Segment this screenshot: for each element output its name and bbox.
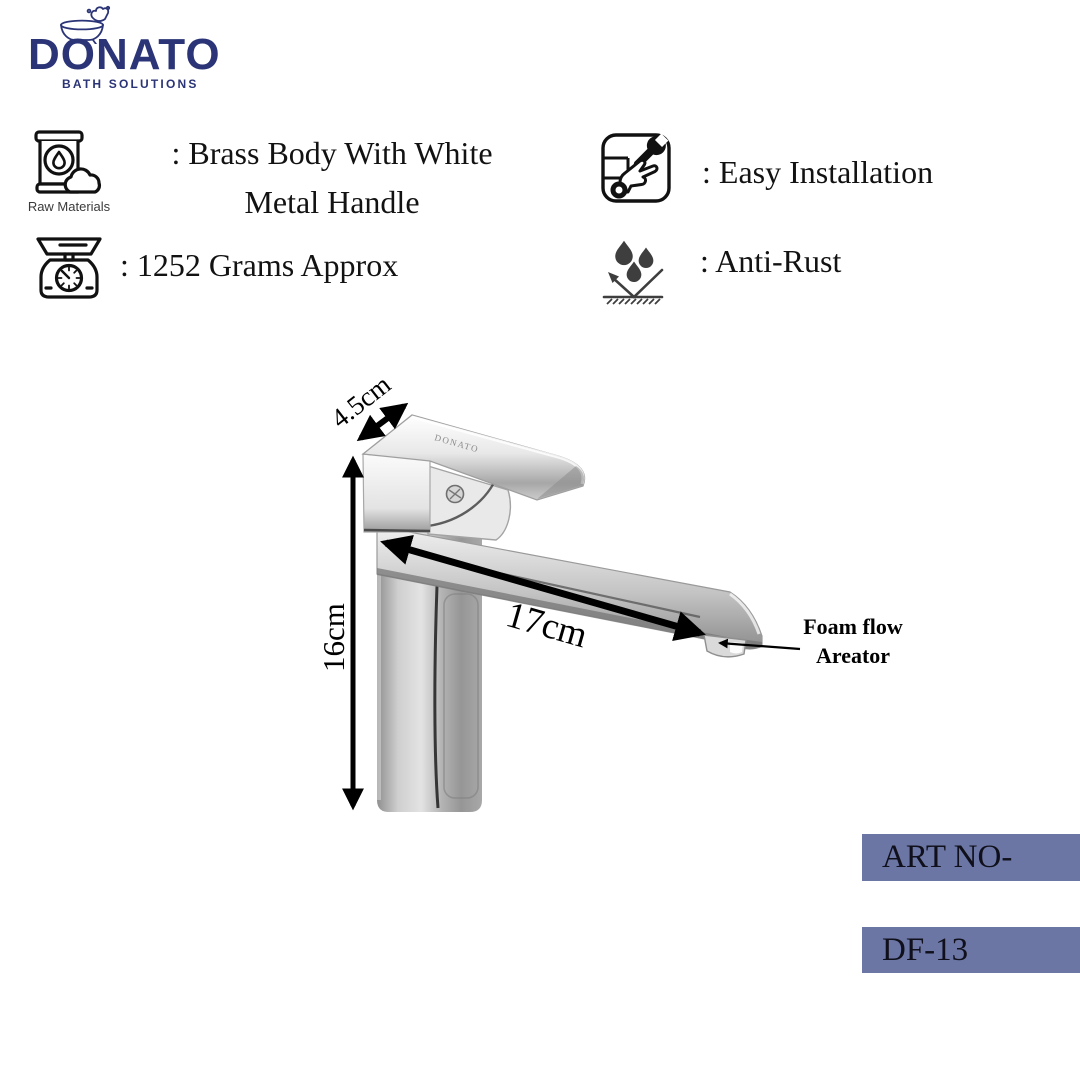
feature-material: : Brass Body With White Metal Handle [104, 129, 560, 227]
aerator-callout: Foam flow Areator [718, 614, 903, 668]
aerator-callout-line1: Foam flow [803, 614, 903, 639]
brand-tagline: BATH SOLUTIONS [62, 77, 199, 91]
raw-materials-caption: Raw Materials [27, 199, 111, 214]
art-no-value-box: DF-13 [862, 927, 1080, 973]
feature-antirust: : Anti-Rust [700, 243, 842, 279]
feature-material-line1: : Brass Body With White [171, 135, 493, 171]
easy-installation-icon [598, 130, 674, 206]
brand-name: DONATO [28, 30, 221, 79]
feature-weight: : 1252 Grams Approx [120, 247, 399, 283]
feature-material-line2: Metal Handle [244, 184, 420, 220]
dimension-height-label: 16cm [316, 603, 351, 672]
anti-rust-icon [596, 236, 676, 306]
dimension-height: 16cm [316, 455, 365, 811]
bathtub-logo-icon [58, 4, 112, 45]
dimension-top-width: 4.5cm [325, 369, 409, 442]
art-no-value: DF-13 [882, 931, 969, 968]
art-no-label: ART NO- [882, 839, 1013, 875]
raw-materials-icon [28, 126, 108, 202]
art-no-label-box: ART NO- [862, 834, 1080, 881]
faucet-dimension-diagram: DONATO 16cm 4.5cm 17cm [300, 369, 910, 850]
feature-installation: : Easy Installation [702, 154, 934, 190]
dimension-top-width-label: 4.5cm [325, 380, 396, 434]
weighing-scale-icon [30, 234, 108, 300]
aerator-callout-line2: Areator [816, 643, 890, 668]
